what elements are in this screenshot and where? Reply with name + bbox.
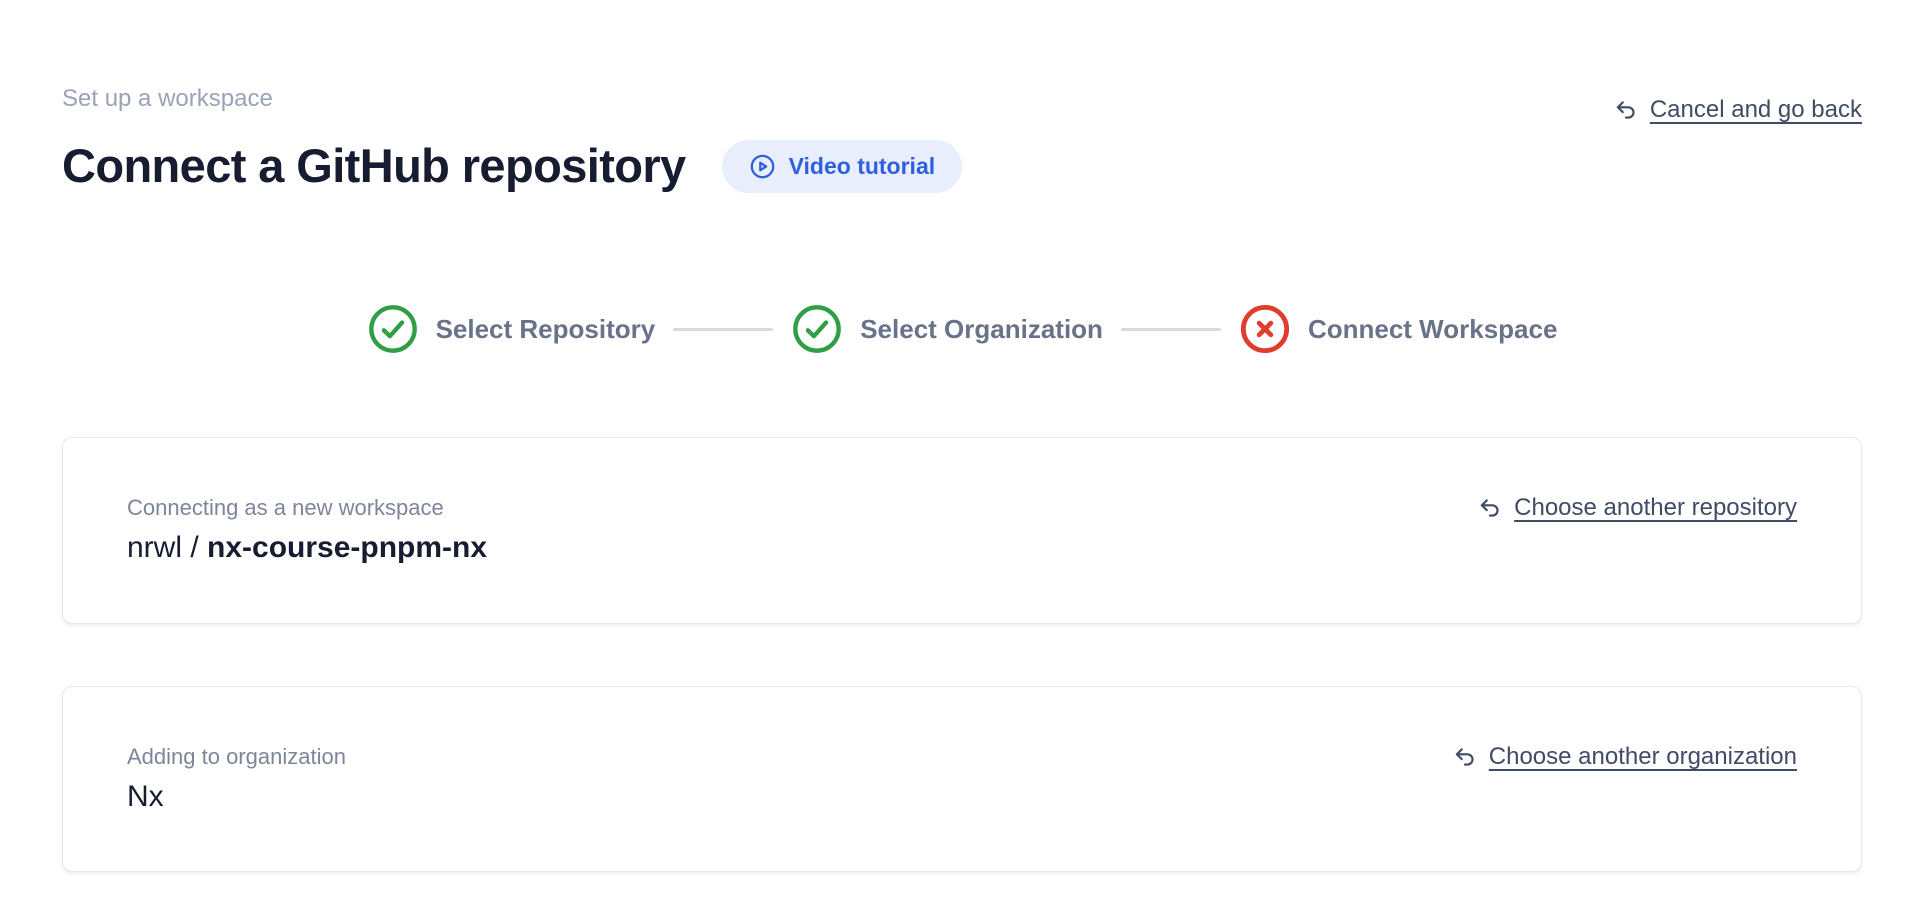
choose-repository-label: Choose another repository [1514, 494, 1797, 521]
undo-arrow-icon [1452, 744, 1478, 770]
organization-card-label: Adding to organization [127, 744, 346, 769]
page-eyebrow: Set up a workspace [62, 85, 273, 112]
setup-stepper: Select Repository Select Organization [62, 303, 1862, 355]
step-label: Select Repository [435, 313, 656, 344]
video-tutorial-label: Video tutorial [788, 152, 936, 179]
step-label: Connect Workspace [1307, 313, 1558, 344]
repository-card-label: Connecting as a new workspace [127, 495, 444, 520]
title-row: Connect a GitHub repository Video tutori… [62, 139, 963, 193]
step-complete-check-icon [791, 303, 843, 355]
undo-arrow-icon [1613, 97, 1639, 123]
step-error-x-icon [1239, 303, 1291, 355]
step-connect-workspace: Connect Workspace [1239, 303, 1557, 355]
choose-organization-label: Choose another organization [1488, 743, 1797, 770]
setup-workspace-page: Set up a workspace Connect a GitHub repo… [62, 84, 1862, 872]
page-header: Set up a workspace Connect a GitHub repo… [62, 84, 1862, 193]
step-select-repository: Select Repository [367, 303, 656, 355]
cancel-and-go-back-link[interactable]: Cancel and go back [1613, 96, 1862, 124]
page-title: Connect a GitHub repository [62, 139, 686, 192]
organization-card-info: Adding to organization Nx [127, 743, 346, 814]
undo-arrow-icon [1477, 495, 1503, 521]
choose-another-repository-link[interactable]: Choose another repository [1477, 494, 1797, 522]
repository-repo: nx-course-pnpm-nx [207, 531, 488, 564]
step-select-organization: Select Organization [791, 303, 1103, 355]
header-left: Set up a workspace Connect a GitHub repo… [62, 84, 963, 193]
repository-owner: nrwl / [127, 531, 199, 564]
video-tutorial-button[interactable]: Video tutorial [721, 139, 963, 193]
repository-card-info: Connecting as a new workspace nrwl / nx-… [127, 494, 487, 565]
organization-name: Nx [127, 780, 164, 813]
choose-another-organization-link[interactable]: Choose another organization [1452, 743, 1797, 771]
step-complete-check-icon [367, 303, 419, 355]
repository-name: nrwl / nx-course-pnpm-nx [127, 530, 487, 565]
organization-card: Adding to organization Nx Choose another… [62, 686, 1862, 872]
stepper-connector [1120, 327, 1221, 331]
repository-card: Connecting as a new workspace nrwl / nx-… [62, 437, 1862, 624]
step-label: Select Organization [860, 313, 1103, 344]
cancel-link-label: Cancel and go back [1649, 96, 1862, 123]
play-circle-icon [749, 153, 776, 180]
stepper-connector [673, 327, 774, 331]
